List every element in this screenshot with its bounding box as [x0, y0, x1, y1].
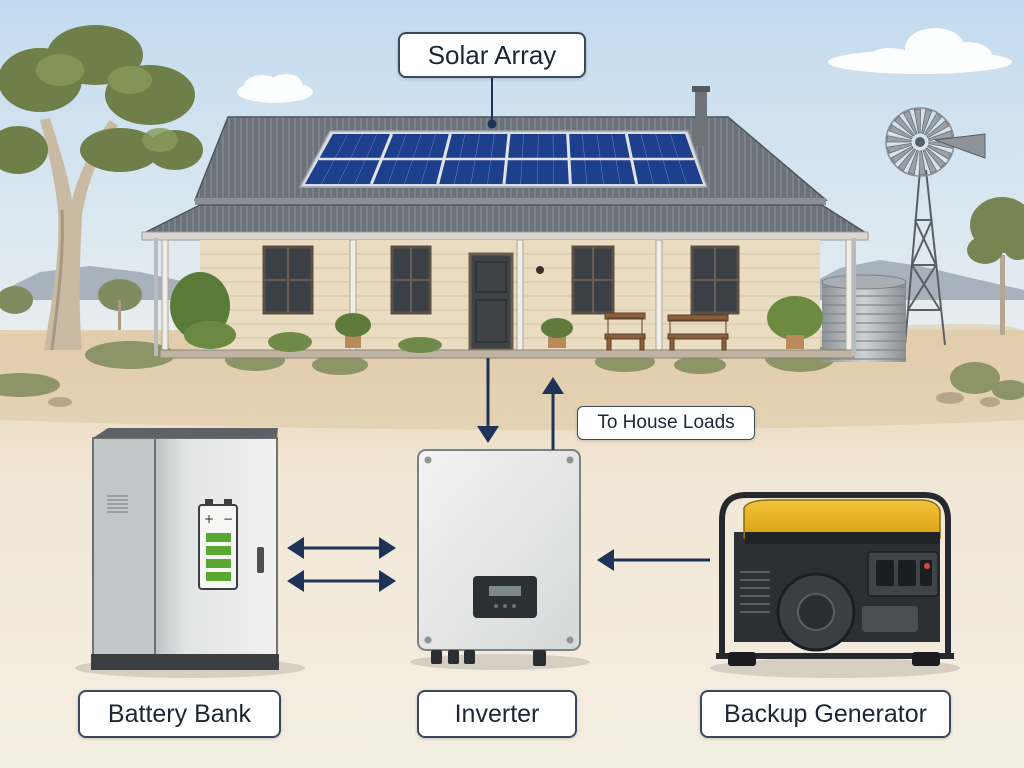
label-backup-generator: Backup Generator	[700, 690, 951, 738]
label-inverter: Inverter	[417, 690, 577, 738]
inverter	[418, 450, 580, 666]
backup-generator	[716, 495, 954, 666]
solar-callout-dot	[488, 120, 497, 129]
svg-text:−: −	[223, 512, 233, 526]
battery-bank: + −	[91, 428, 279, 670]
water-tank	[822, 275, 906, 362]
solar-array	[300, 131, 707, 187]
label-battery-bank: Battery Bank	[78, 690, 281, 738]
label-solar-array: Solar Array	[398, 32, 586, 78]
label-house-loads: To House Loads	[577, 406, 755, 440]
svg-text:+: +	[204, 512, 214, 526]
battery-icon: + −	[199, 499, 237, 589]
